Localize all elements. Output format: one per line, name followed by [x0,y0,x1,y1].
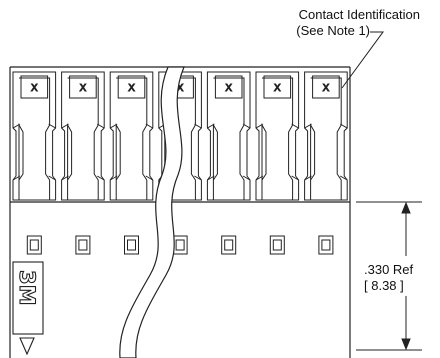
contact-id-mark: X [225,83,232,94]
contact-window [75,235,91,255]
contact-window [26,235,42,255]
contact-identification-label: Contact Identification [298,7,420,22]
callout-leader-line [341,31,384,89]
contact-id-mark: X [31,83,38,94]
contact-id-mark: X [177,83,184,94]
contact-id-mark: X [322,83,329,94]
break-line [119,66,185,358]
3m-logo-text: 3M [15,270,39,306]
height-dimension-value: .330 Ref [364,262,414,277]
contact-cavity: X [206,71,251,201]
contact-id-mark: X [79,83,86,94]
contact-window [318,235,334,255]
height-dimension-metric: [ 8.38 ] [364,278,404,293]
contact-cavity: X [304,71,348,201]
contact-cavity: X [61,71,105,201]
connector-body [9,66,351,358]
height-dimension [356,201,422,351]
contact-cavity: X [109,71,154,201]
contact-windows [26,235,334,255]
contact-window [221,235,237,255]
see-note-label: (See Note 1) [296,23,370,38]
contact-cavity: X [12,71,57,201]
contact-window [124,235,139,255]
contact-window [172,235,188,255]
contact-window [269,235,285,255]
contact-id-mark: X [274,83,281,94]
pin-one-triangle-icon [19,337,35,356]
3m-logo-block: 3M [12,261,44,356]
contact-id-mark: X [128,83,135,94]
contact-cavity: X [255,71,300,201]
